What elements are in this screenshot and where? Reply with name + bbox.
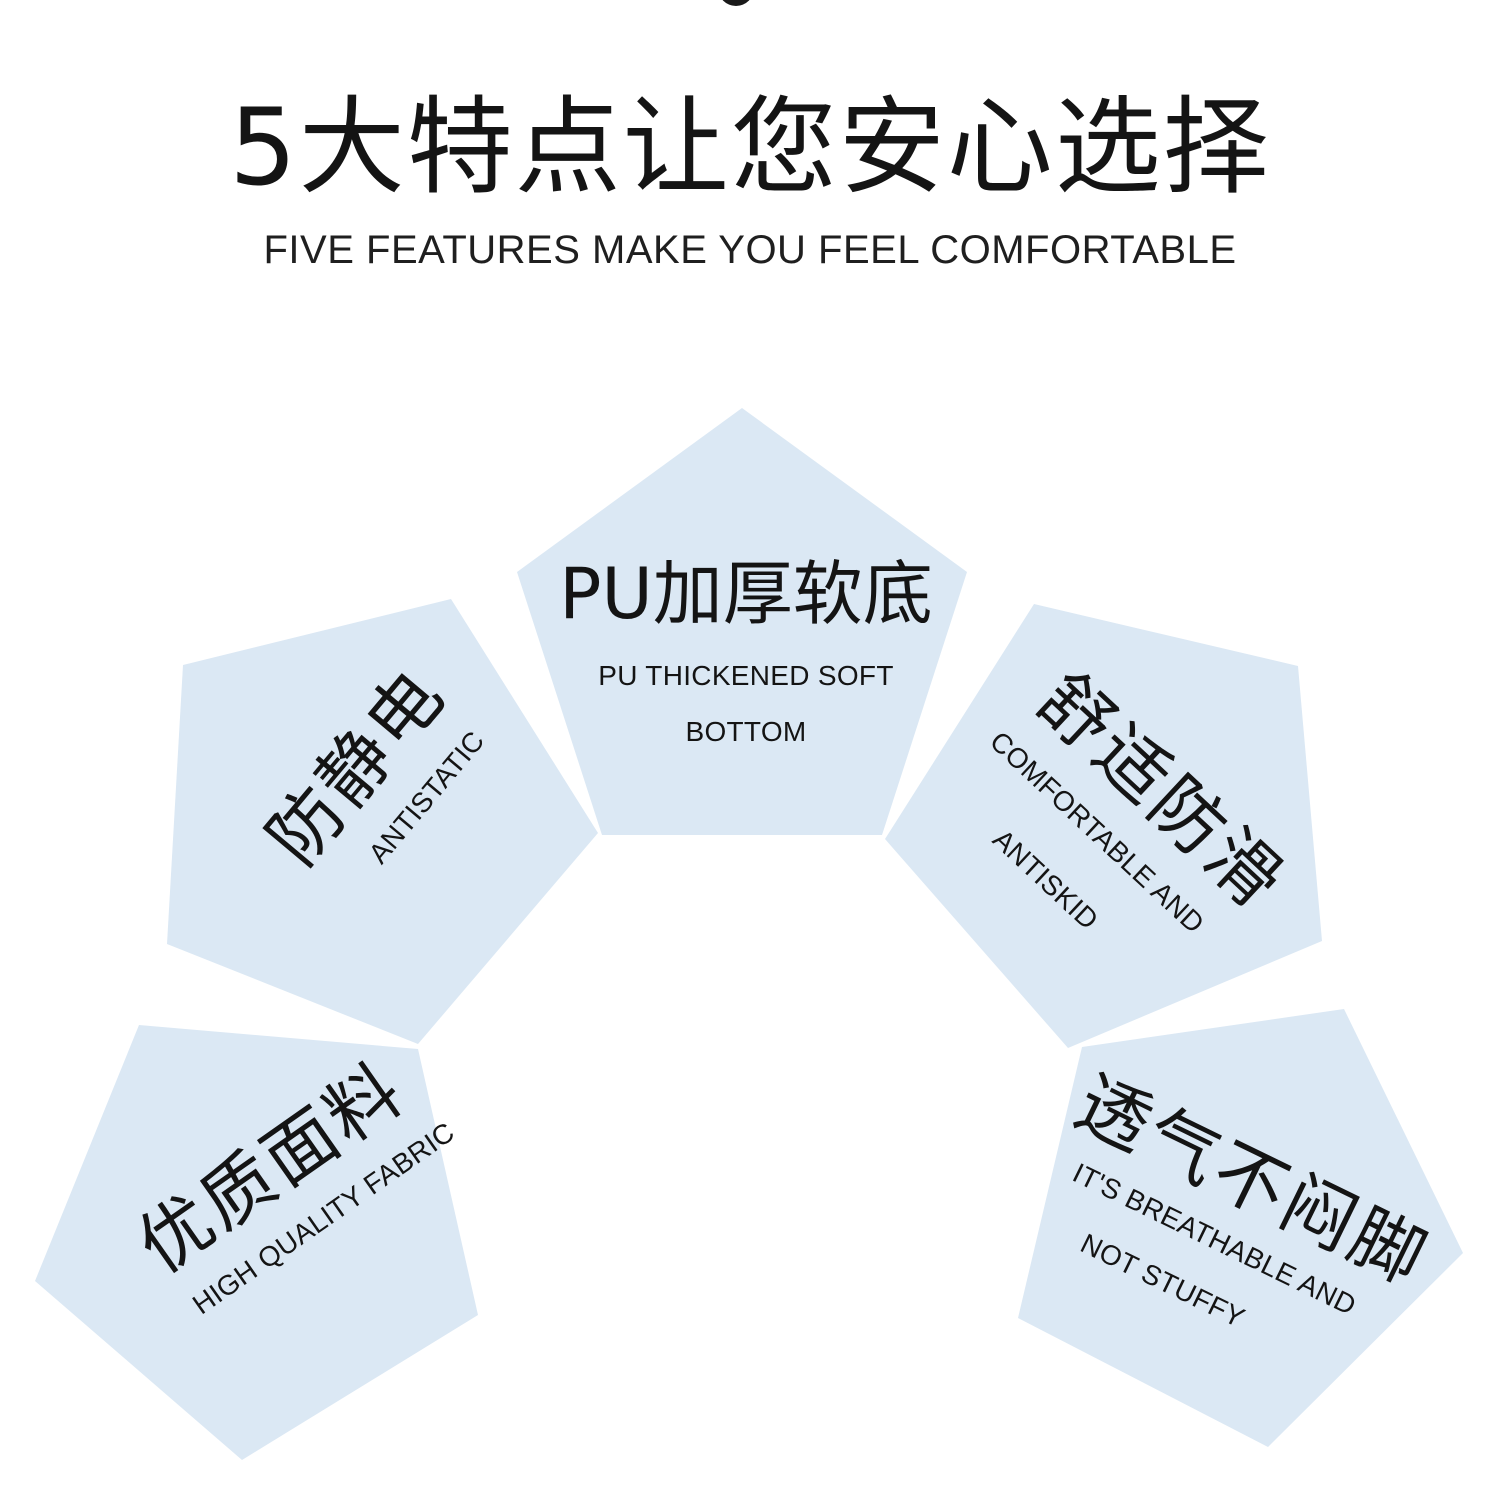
pentagon-antistatic [167,599,598,1044]
page-title: 5大特点让您安心选择 [229,86,1271,209]
pentagon-fabric [35,1025,478,1460]
page-subtitle: FIVE FEATURES MAKE YOU FEEL COMFORTABLE [263,228,1237,272]
decorative-top-mark [718,0,754,6]
feature-pu-sole-title: PU加厚软底 [559,553,933,635]
feature-pu-sole: PU加厚软底 PU THICKENED SOFT BOTTOM [548,552,944,758]
pentagon-comfortable [885,604,1322,1048]
pentagon-breathable [1018,1009,1463,1447]
feature-pu-sole-subtitle-1: PU THICKENED SOFT [598,660,894,691]
feature-pu-sole-subtitle-2: BOTTOM [685,716,807,747]
pentagon-pu-sole [517,408,967,835]
